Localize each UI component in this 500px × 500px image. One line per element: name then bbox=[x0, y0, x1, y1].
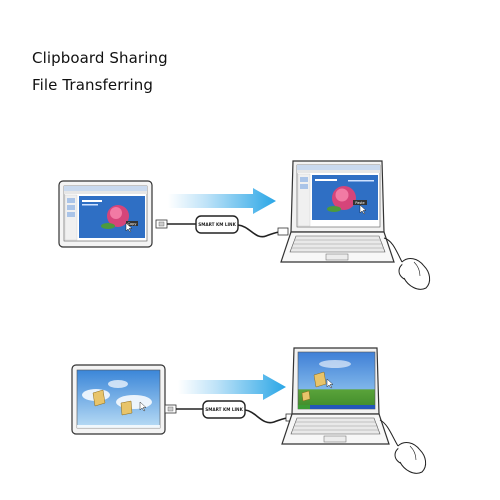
copy-tag: Copy bbox=[128, 222, 137, 226]
km-link-box bbox=[202, 400, 246, 419]
start-button bbox=[298, 405, 310, 409]
bottom-laptop bbox=[281, 347, 390, 445]
cursor-icon bbox=[359, 204, 367, 215]
touchpad bbox=[323, 435, 347, 443]
hand-icon bbox=[397, 442, 427, 474]
paste-tag: Paste bbox=[355, 201, 364, 205]
cable-label: SMART KM LINK bbox=[205, 407, 243, 412]
file-icon bbox=[301, 390, 311, 402]
usb-plug-right-icon bbox=[277, 227, 289, 236]
transfer-arrow-bottom bbox=[178, 374, 286, 400]
transfer-arrow-top bbox=[168, 188, 276, 214]
top-mouse-hand bbox=[383, 237, 431, 290]
touchpad bbox=[325, 253, 349, 261]
top-tablet: Copy bbox=[58, 180, 153, 248]
bottom-tablet bbox=[71, 364, 166, 435]
file-icon bbox=[120, 400, 133, 416]
heading-clipboard-sharing: Clipboard Sharing bbox=[32, 49, 168, 67]
cursor-icon bbox=[326, 378, 334, 389]
bottom-cable: SMART KM LINK bbox=[164, 400, 297, 424]
hand-icon bbox=[401, 258, 431, 290]
top-laptop: Paste bbox=[280, 160, 395, 263]
cursor-icon bbox=[139, 401, 147, 412]
top-cable: SMART KM LINK bbox=[155, 215, 289, 238]
km-link-box bbox=[195, 215, 239, 234]
file-icon bbox=[313, 371, 327, 388]
cable-label: SMART KM LINK bbox=[198, 222, 236, 227]
taskbar bbox=[298, 405, 375, 409]
bottom-mouse-hand bbox=[379, 419, 427, 474]
cursor-icon bbox=[125, 222, 133, 233]
file-icon bbox=[92, 389, 106, 407]
heading-file-transferring: File Transferring bbox=[32, 76, 153, 94]
